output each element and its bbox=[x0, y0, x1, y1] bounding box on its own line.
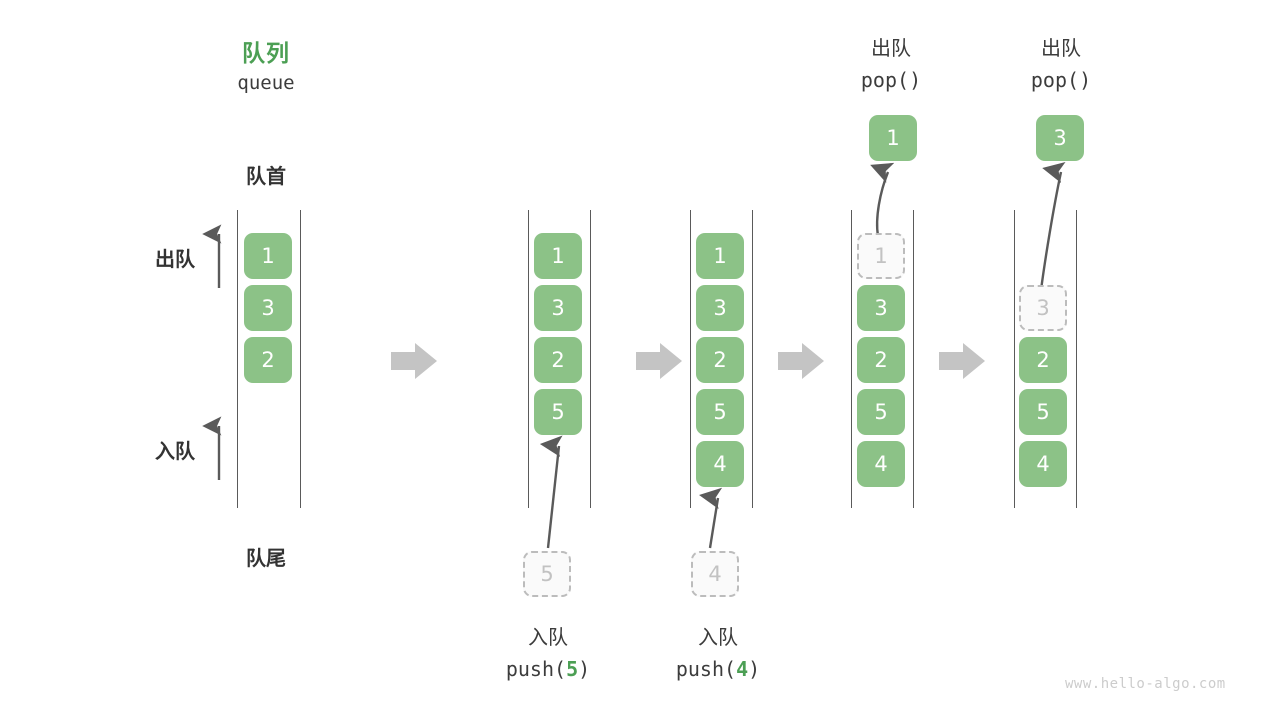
flow-arrow-icon bbox=[391, 343, 437, 379]
queue-cell: 5 bbox=[857, 389, 905, 435]
flow-arrow-icon bbox=[636, 343, 682, 379]
queue-rail-right bbox=[300, 210, 301, 508]
queue-rail-left bbox=[237, 210, 238, 508]
pending-push-value: 5 bbox=[523, 551, 571, 597]
queue-rail-right bbox=[1076, 210, 1077, 508]
flow-arrow-icon bbox=[778, 343, 824, 379]
flow-arrow-icon bbox=[939, 343, 985, 379]
push-arrow-icon bbox=[699, 487, 723, 549]
queue-cell: 2 bbox=[534, 337, 582, 383]
push-arrow-icon bbox=[539, 435, 563, 549]
queue-cell: 5 bbox=[1019, 389, 1067, 435]
op-label-pop-cn: 出队 bbox=[871, 36, 911, 60]
label-queue-front: 队首 bbox=[246, 164, 286, 188]
queue-rail-right bbox=[590, 210, 591, 508]
queue-cell: 5 bbox=[696, 389, 744, 435]
queue-cell: 2 bbox=[857, 337, 905, 383]
op-label-push-code: push(5) bbox=[463, 657, 633, 681]
queue-cell: 4 bbox=[1019, 441, 1067, 487]
op-code-arg: 4 bbox=[736, 657, 749, 681]
op-code-arg: 5 bbox=[566, 657, 579, 681]
dequeue-direction-arrow-icon bbox=[202, 224, 222, 288]
popped-value: 3 bbox=[1036, 115, 1084, 161]
popped-value: 1 bbox=[869, 115, 917, 161]
op-label-push-cn: 入队 bbox=[698, 625, 738, 649]
pending-push-value: 4 bbox=[691, 551, 739, 597]
label-dequeue-direction: 出队 bbox=[155, 247, 195, 271]
op-code-suffix: ) bbox=[1079, 68, 1092, 92]
queue-cell-new: 4 bbox=[696, 441, 744, 487]
queue-cell: 1 bbox=[534, 233, 582, 279]
op-code-prefix: pop( bbox=[1030, 68, 1080, 92]
queue-cell-removed: 3 bbox=[1019, 285, 1067, 331]
op-label-push-code: push(4) bbox=[633, 657, 803, 681]
op-label-pop-code: pop() bbox=[821, 68, 961, 92]
op-code-prefix: push( bbox=[505, 657, 567, 681]
queue-cell: 3 bbox=[857, 285, 905, 331]
queue-cell: 3 bbox=[244, 285, 292, 331]
page-title-en: queue bbox=[237, 72, 295, 94]
queue-cell: 2 bbox=[244, 337, 292, 383]
queue-cell: 2 bbox=[696, 337, 744, 383]
queue-rail-left bbox=[528, 210, 529, 508]
op-label-pop-code: pop() bbox=[991, 68, 1131, 92]
queue-rail-left bbox=[1014, 210, 1015, 508]
queue-cell: 3 bbox=[534, 285, 582, 331]
site-watermark: www.hello-algo.com bbox=[1065, 676, 1226, 692]
page-title-cn: 队列 bbox=[242, 41, 290, 67]
label-enqueue-direction: 入队 bbox=[155, 439, 195, 463]
pop-arrow-icon bbox=[870, 162, 895, 237]
queue-cell-removed: 1 bbox=[857, 233, 905, 279]
op-code-suffix: ) bbox=[748, 657, 761, 681]
op-code-suffix: ) bbox=[578, 657, 591, 681]
op-label-pop-cn: 出队 bbox=[1041, 36, 1081, 60]
queue-cell-new: 5 bbox=[534, 389, 582, 435]
op-label-push-cn: 入队 bbox=[528, 625, 568, 649]
queue-cell: 1 bbox=[244, 233, 292, 279]
op-code-prefix: push( bbox=[675, 657, 737, 681]
queue-cell: 2 bbox=[1019, 337, 1067, 383]
enqueue-direction-arrow-icon bbox=[202, 416, 222, 480]
queue-cell: 4 bbox=[857, 441, 905, 487]
label-queue-rear: 队尾 bbox=[246, 546, 286, 570]
op-code-prefix: pop( bbox=[860, 68, 910, 92]
queue-rail-right bbox=[913, 210, 914, 508]
queue-rail-left bbox=[690, 210, 691, 508]
pop-arrow-icon bbox=[1039, 161, 1066, 291]
queue-rail-left bbox=[851, 210, 852, 508]
queue-cell: 1 bbox=[696, 233, 744, 279]
op-code-suffix: ) bbox=[909, 68, 922, 92]
queue-rail-right bbox=[752, 210, 753, 508]
queue-cell: 3 bbox=[696, 285, 744, 331]
